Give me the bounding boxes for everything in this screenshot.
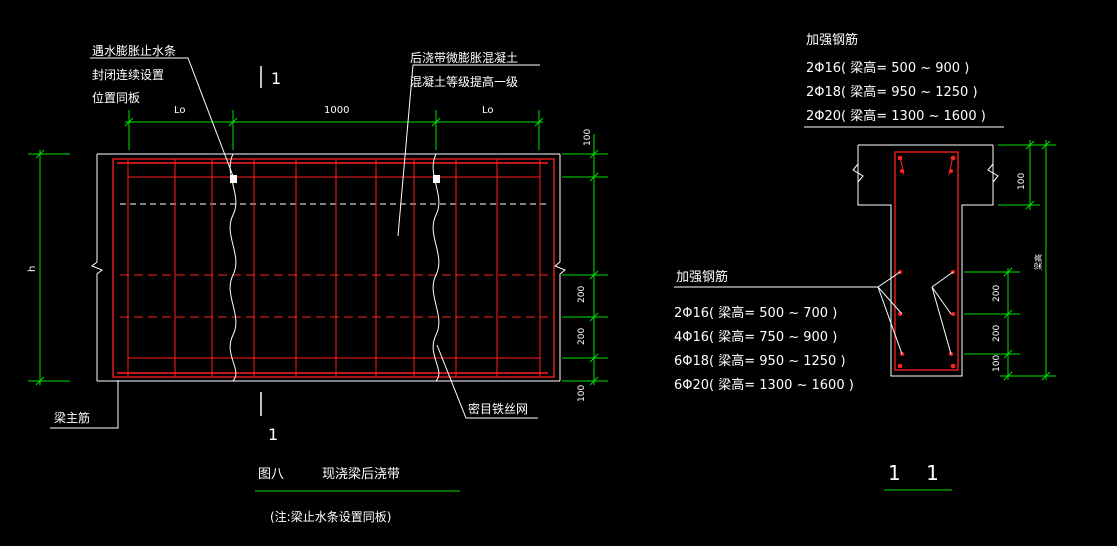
dim-right-2: 200: [577, 286, 587, 303]
section-title: 1 1: [888, 461, 939, 485]
beam-right-break-line: [554, 154, 566, 381]
rebar-cage-outline: [112, 158, 555, 378]
section-outline: [857, 145, 994, 377]
section-top-item-1: 2Φ16( 梁高= 500 ~ 900 ): [806, 60, 969, 76]
slab-break-left: [852, 163, 864, 183]
height-dimension: [28, 149, 70, 386]
section-mark-top: 1: [271, 69, 281, 88]
elevation-labels: 遇水膨胀止水条 封闭连续设置 位置同板 后浇带微膨胀混凝土 混凝土等级提高一级 …: [27, 44, 593, 444]
section-side-item-3: 6Φ18( 梁高= 950 ~ 1250 ): [674, 353, 846, 369]
waterstop-marker-left: [230, 175, 237, 183]
section-side-item-1: 2Φ16( 梁高= 500 ~ 700 ): [674, 305, 837, 321]
section-side-item-4: 6Φ20( 梁高= 1300 ~ 1600 ): [674, 377, 854, 393]
section-dim-right-2: 200: [992, 325, 1002, 342]
note-concrete-line-1: 后浇带微膨胀混凝土: [410, 50, 518, 65]
beam-section: [674, 126, 1056, 381]
caption-figure-number: 图八: [258, 467, 284, 482]
section-mark-bottom: 1: [268, 425, 278, 444]
dim-height-label: h: [27, 266, 38, 272]
dim-width: 1000: [324, 105, 349, 116]
note-waterstop-line-2: 封闭连续设置: [92, 67, 164, 82]
caption-note: (注:梁止水条设置同板): [270, 509, 391, 524]
section-dim-right-1: 200: [992, 285, 1002, 302]
right-dimension-stack: [562, 134, 608, 386]
dim-lo-right: Lo: [482, 105, 494, 116]
dim-right-1: 100: [583, 129, 593, 146]
section-top-item-2: 2Φ18( 梁高= 950 ~ 1250 ): [806, 84, 978, 100]
section-leaders: [674, 126, 1004, 355]
note-main-bar: 梁主筋: [54, 410, 90, 425]
section-dim-flange: 100: [1017, 173, 1027, 190]
beam-left-break-line: [91, 154, 103, 381]
waterstop-marker-right: [433, 175, 440, 183]
note-mesh: 密目铁丝网: [468, 401, 528, 416]
section-stirrup: [894, 151, 959, 371]
section-labels: 加强钢筋 2Φ16( 梁高= 500 ~ 900 ) 2Φ18( 梁高= 950…: [674, 32, 1043, 485]
note-waterstop-line-1: 遇水膨胀止水条: [92, 44, 176, 58]
mesh-wavy-line-left: [229, 153, 237, 382]
mesh-wavy-line-right: [432, 153, 440, 382]
section-top-heading: 加强钢筋: [806, 32, 858, 48]
section-top-item-3: 2Φ20( 梁高= 1300 ~ 1600 ): [806, 108, 986, 124]
section-side-heading: 加强钢筋: [676, 269, 728, 285]
stirrups: [127, 159, 541, 377]
section-dimensions: [964, 140, 1056, 381]
slab-break-right: [987, 163, 999, 183]
section-dim-right-3: 100: [992, 355, 1002, 372]
dim-right-4: 100: [577, 385, 587, 402]
caption-title: 现浇梁后浇带: [322, 467, 400, 482]
note-waterstop-line-3: 位置同板: [92, 90, 140, 105]
note-concrete-line-2: 混凝土等级提高一级: [410, 74, 518, 89]
section-side-item-2: 4Φ16( 梁高= 750 ~ 900 ): [674, 329, 837, 345]
beam-elevation: [28, 57, 608, 429]
section-dim-total: 梁高: [1033, 254, 1043, 270]
top-dimension: [124, 110, 544, 150]
figure-caption: 图八 现浇梁后浇带 (注:梁止水条设置同板): [258, 467, 400, 524]
leader-lines: [50, 57, 540, 429]
dim-lo-left: Lo: [174, 105, 186, 116]
dim-right-3: 200: [577, 328, 587, 345]
